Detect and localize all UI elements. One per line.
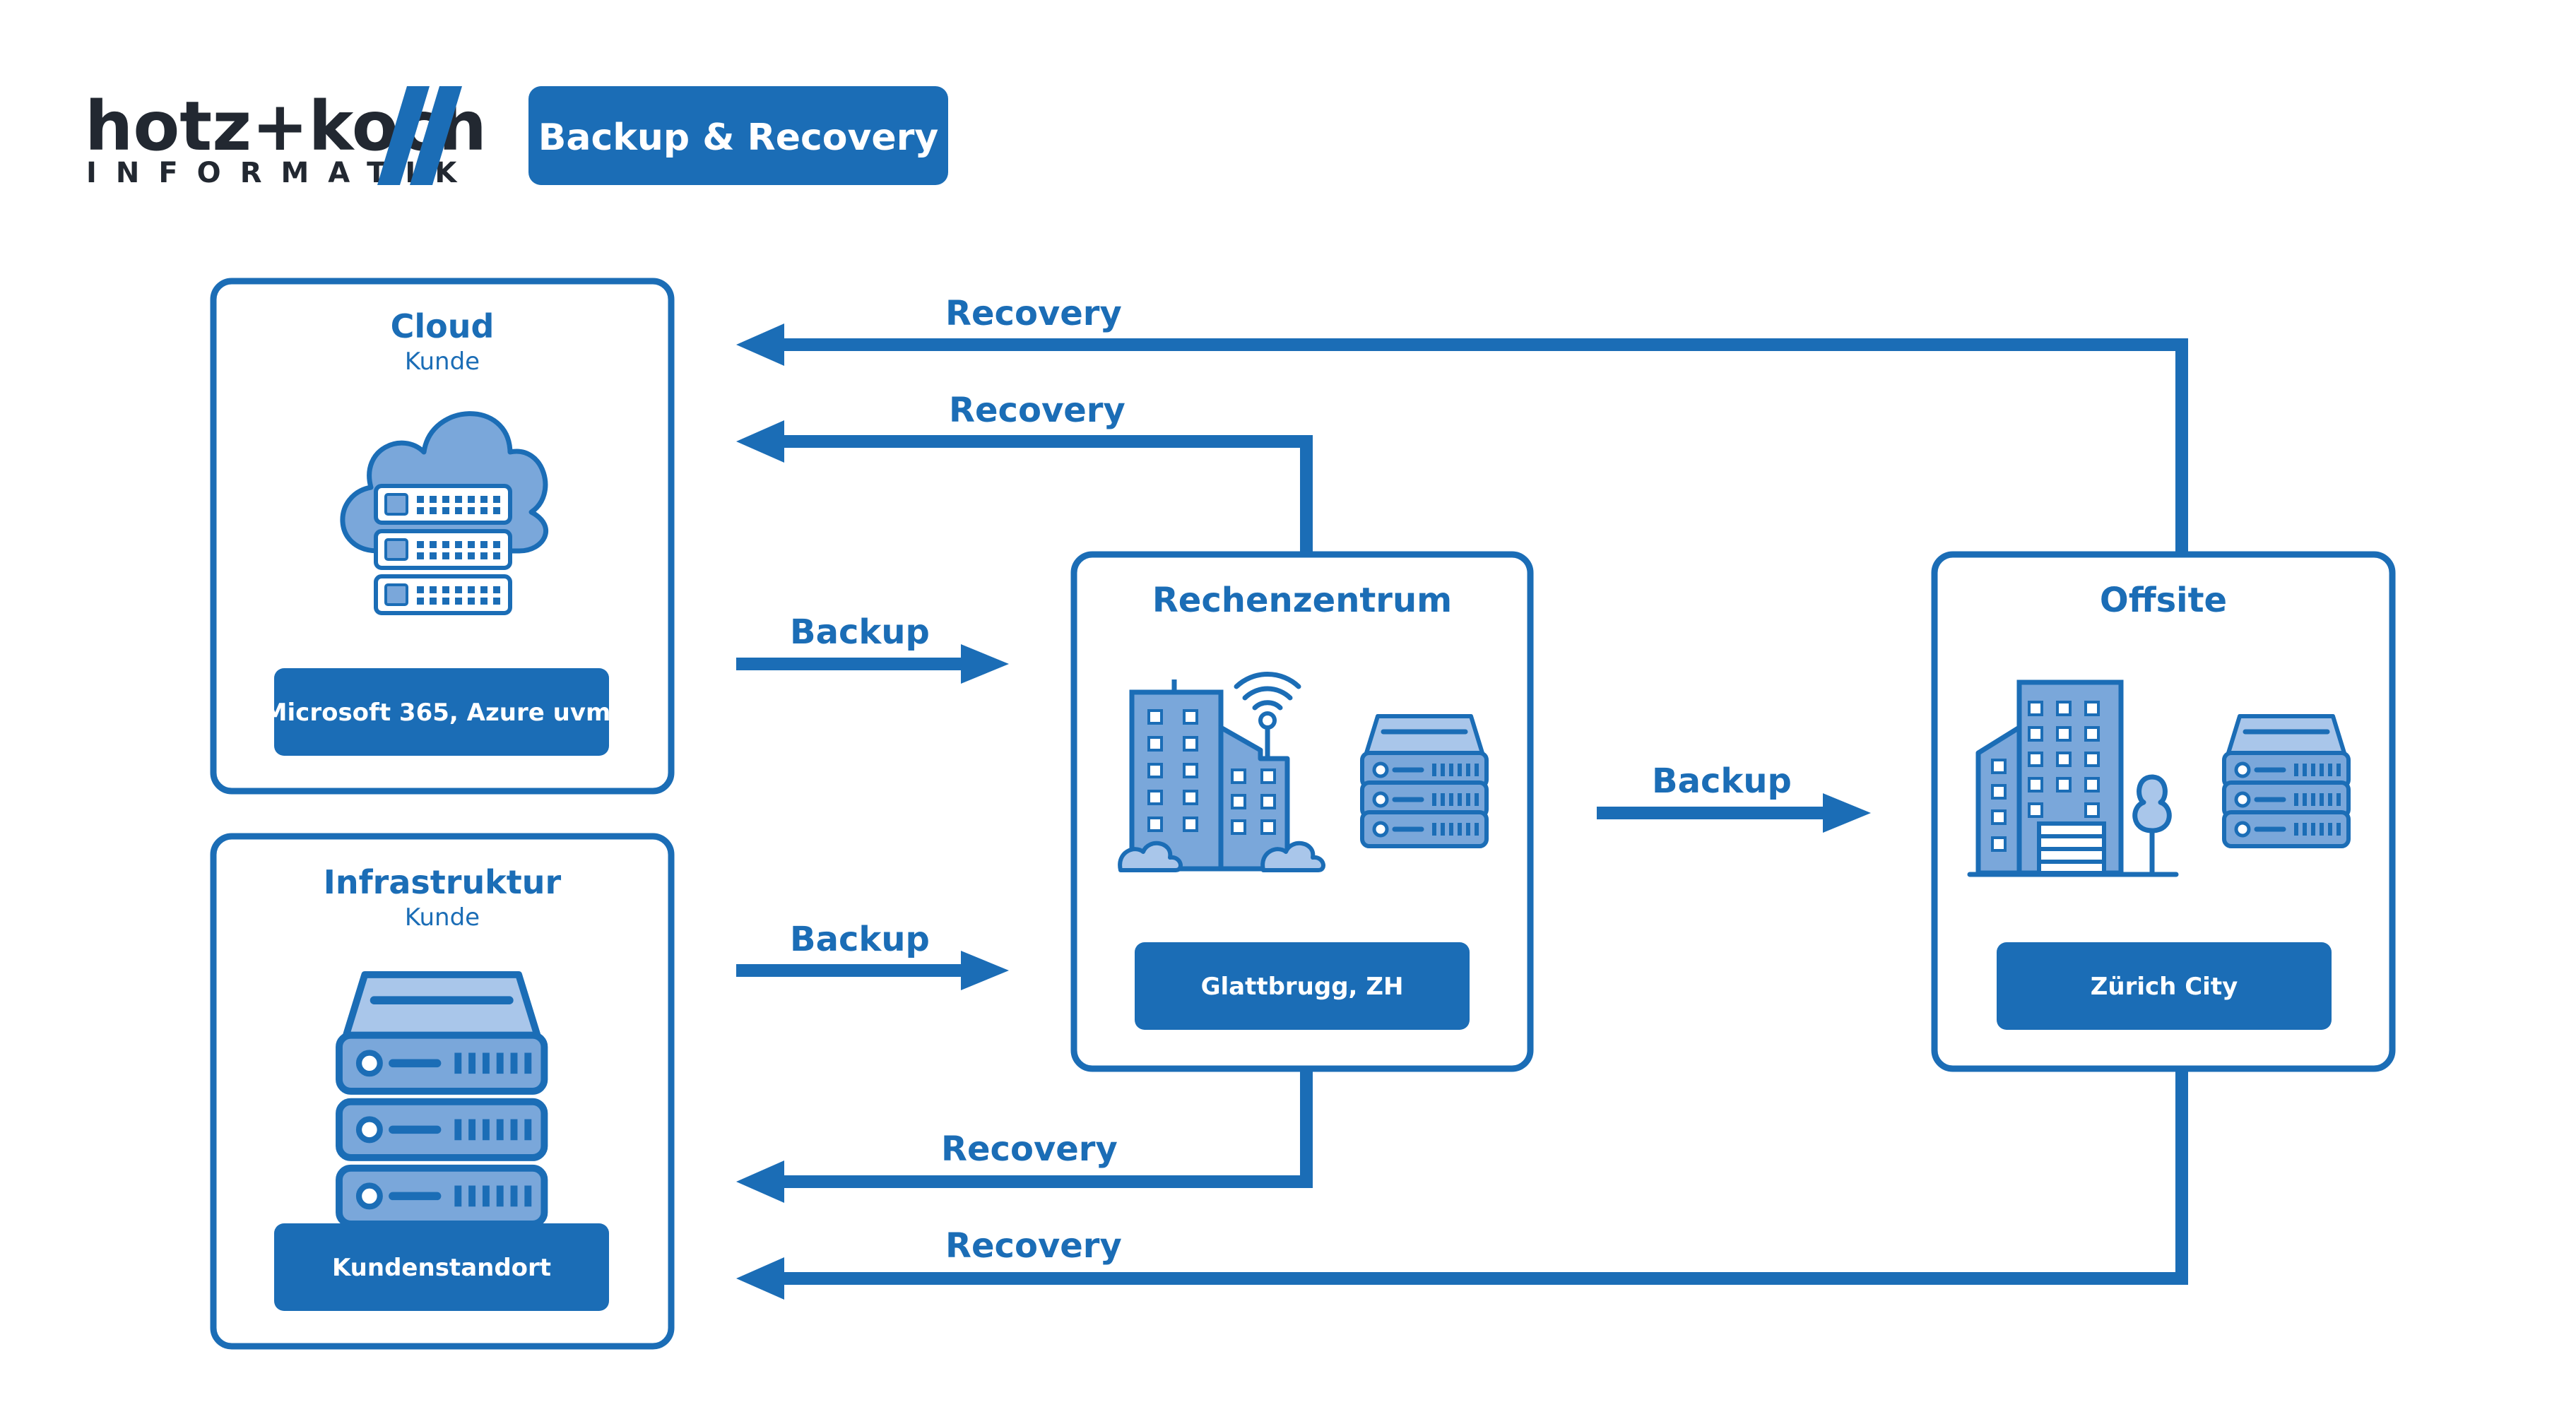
offsite-server-icon [2224,716,2348,846]
infra-node-location-badge [274,1223,609,1311]
arrowhead-recovery-rz-infra [736,1160,784,1203]
flow-line-recovery-offsite-cloud [777,338,2188,554]
flow-label-backup-rz-offsite: Backup [1652,761,1792,801]
arrowhead-backup-infra-rz [961,951,1009,990]
flow-label-recovery-offsite-infra: Recovery [945,1226,1122,1266]
arrowhead-backup-cloud-rz [961,644,1009,684]
server-rack-icon [339,975,544,1224]
flow-lines [736,338,2188,1285]
rz-node-title: Rechenzentrum [1152,581,1452,620]
header-badge: Backup & Recovery [528,86,948,185]
arrowhead-recovery-offsite-cloud [736,323,784,366]
rz-node: Rechenzentrum Gla [1070,551,1534,1072]
infra-node-subtitle: Kunde [405,903,480,932]
logo-slash-right [410,86,462,185]
flow-label-backup-infra-rz: Backup [790,920,930,959]
cloud-server-icon [340,411,548,613]
infra-node: Infrastruktur Kunde Kundenstandort [210,833,675,1350]
offsite-node: Offsite Zürich City [1931,551,2396,1072]
flow-line-recovery-rz-cloud [777,435,1313,554]
arrowhead-recovery-offsite-infra [736,1257,784,1300]
flow-line-recovery-offsite-infra [777,1069,2188,1285]
rz-node-frame [1070,551,1534,1072]
flow-labels: Recovery Recovery Backup Backup Backup R… [790,294,1792,1266]
cloud-node-location-badge [274,668,609,756]
offsite-node-title: Offsite [2100,581,2227,620]
infra-node-label: Kundenstandort [332,1254,551,1282]
arrowhead-backup-rz-offsite [1823,793,1871,833]
offsite-node-location-badge [1997,942,2332,1030]
flow-label-recovery-offsite-cloud: Recovery [945,294,1122,333]
rz-node-location-badge [1135,942,1470,1030]
logo-slash-left [377,86,430,185]
flow-label-recovery-rz-cloud: Recovery [949,391,1125,430]
rz-node-label: Glattbrugg, ZH [1201,973,1404,1001]
office-building-icon [1967,679,2179,877]
header-badge-bg [528,86,948,185]
arrowheads [736,323,1871,1300]
infra-node-title: Infrastruktur [324,863,562,901]
flow-label-backup-cloud-rz: Backup [790,612,930,652]
datacenter-building-icon [1118,672,1325,872]
rz-server-icon [1362,716,1487,846]
flow-line-recovery-rz-infra [777,1069,1313,1188]
arrowhead-recovery-rz-cloud [736,420,784,463]
cloud-node-subtitle: Kunde [405,348,480,376]
cloud-node: Cloud Kunde Microsoft 365, Azure uvm. [210,278,675,795]
flow-label-recovery-rz-infra: Recovery [941,1129,1118,1169]
cloud-node-label: Microsoft 365, Azure uvm. [264,699,620,727]
offsite-node-label: Zürich City [2091,973,2238,1001]
header-title: Backup & Recovery [538,117,939,159]
cloud-node-title: Cloud [391,307,495,345]
company-logo: hotz+koch INFORMATIK [85,86,487,189]
